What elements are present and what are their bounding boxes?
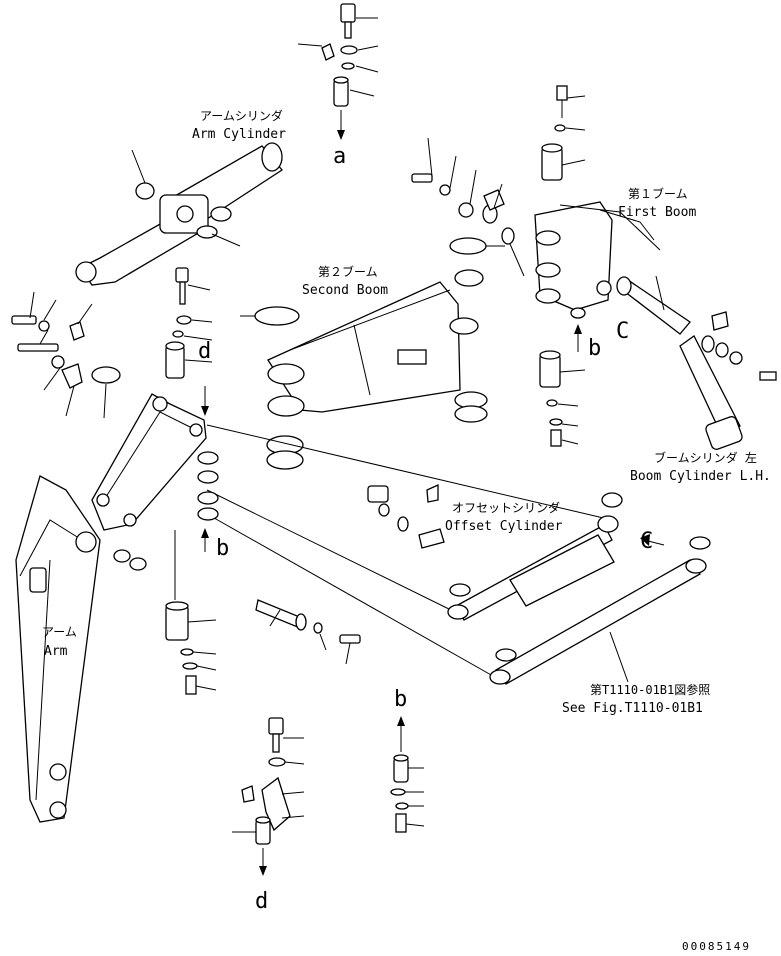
first-boom-label-en: First Boom [618, 205, 696, 220]
bottom-pin-assembly-d [232, 717, 305, 876]
boom-cylinder-label-en: Boom Cylinder L.H. [630, 469, 771, 484]
arm-part [15, 475, 147, 823]
ref-letter-b-right: b [588, 336, 601, 361]
first-boom-part [534, 85, 661, 447]
offset-link-bracket-part [91, 386, 219, 552]
lower-pin-stack [165, 530, 361, 695]
ref-letter-d-lower: d [255, 889, 268, 914]
ref-letter-b-left: b [216, 536, 229, 561]
see-fig-label-en: See Fig.T1110-01B1 [562, 701, 703, 716]
offset-cylinder-part [199, 424, 711, 685]
second-boom-part [240, 269, 488, 470]
boom-cylinder-lh-part [616, 275, 777, 450]
middle-bolt-set [411, 137, 525, 277]
arm-cylinder-part [75, 142, 283, 286]
offset-cylinder-label-en: Offset Cylinder [445, 519, 563, 534]
ref-letter-c-upper: C [616, 319, 629, 344]
second-boom-label-jp: 第２ブーム [318, 264, 378, 279]
top-pin-assembly-a [297, 3, 379, 140]
ref-letter-a: a [333, 144, 346, 169]
arm-cylinder-label-jp: アームシリンダ [200, 108, 283, 123]
offset-cylinder-label-jp: オフセットシリンダ [452, 500, 560, 515]
ref-letter-b-bottom: b [394, 687, 407, 712]
second-boom-label-en: Second Boom [302, 283, 388, 298]
ref-letter-c-lower: C [640, 529, 653, 554]
bottom-pin-assembly-b [390, 716, 425, 833]
document-number: 00085149 [682, 940, 751, 953]
ref-letter-d-upper: d [198, 339, 211, 364]
arm-cylinder-label-en: Arm Cylinder [192, 127, 286, 142]
arm-label-jp: アーム [42, 625, 77, 639]
boom-cylinder-label-jp: ブームシリンダ 左 [654, 450, 757, 465]
see-fig-label-jp: 第T1110-01B1図参照 [590, 682, 710, 697]
arm-label-en: Arm [44, 644, 68, 659]
first-boom-label-jp: 第１ブーム [628, 186, 688, 201]
left-bolt-set [11, 267, 213, 419]
